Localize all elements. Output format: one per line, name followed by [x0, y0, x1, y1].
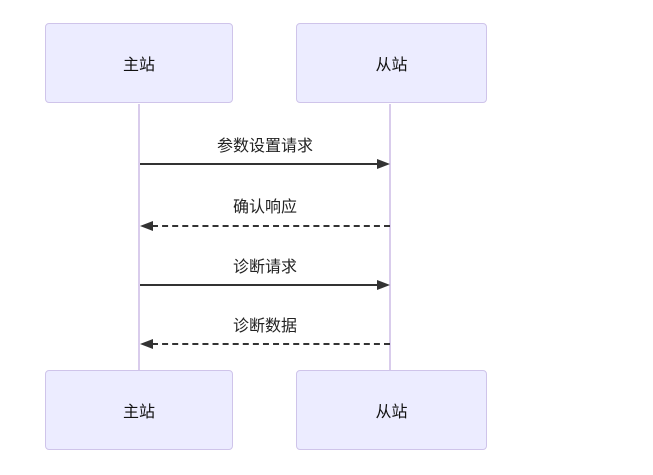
actor-box-slave-bottom: 从站 — [296, 370, 487, 450]
arrowhead-left-icon — [140, 339, 153, 349]
message-label: 诊断请求 — [232, 259, 297, 276]
message-line-dashed — [152, 343, 390, 345]
actor-label: 主站 — [122, 404, 155, 421]
lifeline-master — [138, 104, 140, 371]
actor-label: 从站 — [375, 404, 408, 421]
message-label: 参数设置请求 — [216, 138, 313, 155]
actor-box-master-bottom: 主站 — [45, 370, 233, 450]
actor-box-slave-top: 从站 — [296, 23, 487, 103]
message-label: 确认响应 — [232, 199, 297, 216]
actor-label: 从站 — [375, 57, 408, 74]
message-line-solid — [140, 163, 378, 165]
lifeline-slave — [389, 104, 391, 371]
arrowhead-right-icon — [377, 159, 390, 169]
arrowhead-right-icon — [377, 280, 390, 290]
actor-box-master-top: 主站 — [45, 23, 233, 103]
message-line-dashed — [152, 225, 390, 227]
actor-label: 主站 — [122, 57, 155, 74]
message-line-solid — [140, 284, 378, 286]
arrowhead-left-icon — [140, 221, 153, 231]
message-label: 诊断数据 — [232, 318, 297, 335]
